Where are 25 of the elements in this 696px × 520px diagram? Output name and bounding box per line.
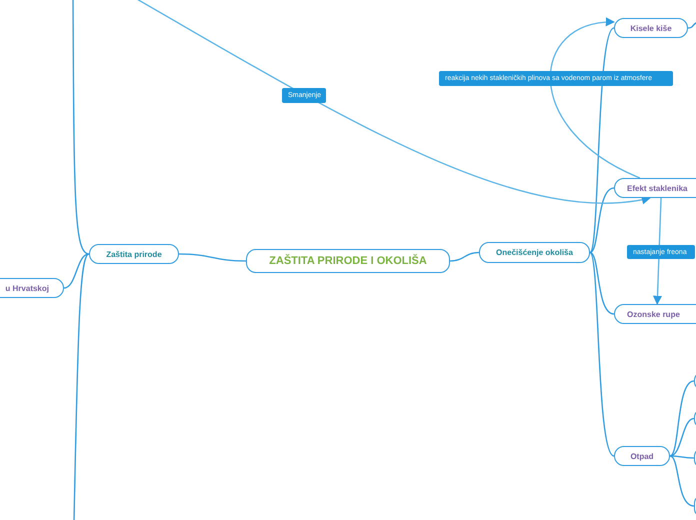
connector-line [590,252,614,315]
cross-link-arrow [550,18,640,179]
connector-line [670,455,694,507]
subtopic-box: Kisele kiše [614,18,688,38]
connector-line [72,0,90,255]
connector-line [688,21,696,29]
cross-link-arrow [134,0,651,204]
subtopic-box: Otpad [614,446,670,466]
subtopic-box: Efekt staklenika [614,178,696,198]
connector-line [178,253,246,262]
central-topic-box: ZAŠTITA PRIRODE I OKOLIŠA [246,249,450,273]
connector-line [670,380,694,457]
connector-line [589,28,614,253]
connector-line [73,253,90,520]
subtopic-box: u Hrvatskoj [0,278,64,298]
topic-box: Zaštita prirode [89,244,179,264]
topic-box: Onečišćenje okoliša [479,242,590,263]
connector-line [670,455,694,459]
connector-line [64,253,90,289]
cross-link-arrow [652,198,662,305]
connector-line [589,252,614,456]
connector-line [450,252,480,262]
subtopic-box: Ozonske rupe [614,304,696,324]
connector-line [590,187,614,254]
connector-line [670,418,694,457]
